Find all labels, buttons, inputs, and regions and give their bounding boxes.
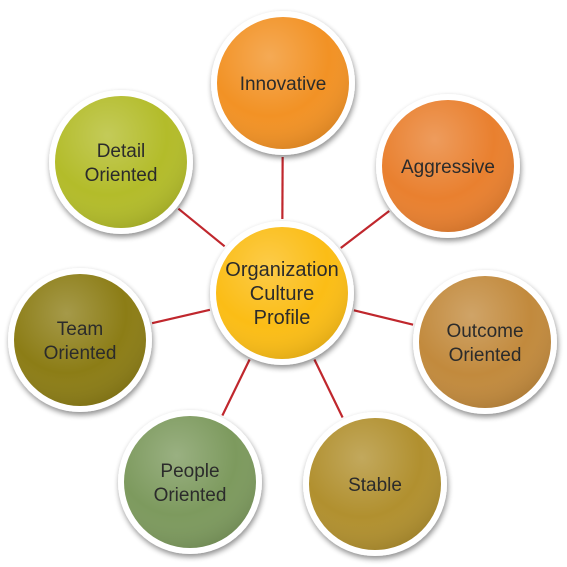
- center-node-label-line: Culture: [250, 283, 314, 305]
- node-people-oriented-label-line: People: [160, 461, 219, 482]
- center-node-gloss: [216, 227, 348, 359]
- node-outcome-oriented-gloss: [419, 276, 551, 408]
- node-aggressive: Aggressive: [376, 94, 520, 238]
- node-outcome-oriented-label-line: Outcome: [446, 321, 523, 342]
- nodes-layer: InnovativeAggressiveOutcomeOrientedStabl…: [8, 11, 557, 556]
- center-node-label-line: Profile: [254, 307, 311, 329]
- connector-outcome-oriented: [353, 309, 414, 326]
- node-detail-oriented-gloss: [55, 96, 187, 228]
- node-outcome-oriented-label-line: Oriented: [449, 345, 522, 366]
- connector-lines: [151, 156, 414, 418]
- connector-aggressive: [340, 210, 390, 249]
- node-aggressive-label-line: Aggressive: [401, 157, 495, 178]
- connector-people-oriented: [221, 359, 251, 416]
- node-people-oriented-label-line: Oriented: [154, 485, 227, 506]
- node-innovative-gloss: [217, 17, 349, 149]
- node-team-oriented-gloss: [14, 274, 146, 406]
- connector-detail-oriented: [177, 207, 226, 248]
- node-detail-oriented-label-line: Detail: [97, 141, 146, 162]
- node-aggressive-gloss: [382, 100, 514, 232]
- node-team-oriented-label-line: Oriented: [44, 343, 117, 364]
- node-stable-gloss: [309, 418, 441, 550]
- node-people-oriented-gloss: [124, 416, 256, 548]
- node-detail-oriented-label-line: Oriented: [85, 165, 158, 186]
- node-stable: Stable: [303, 412, 447, 556]
- node-stable-label-line: Stable: [348, 475, 402, 496]
- connector-team-oriented: [151, 308, 211, 325]
- node-innovative: Innovative: [211, 11, 355, 155]
- node-team-oriented-label-line: Team: [57, 319, 103, 340]
- center-node-label-line: Organization: [225, 259, 338, 281]
- connector-stable: [313, 359, 344, 418]
- node-innovative-label-line: Innovative: [240, 74, 327, 95]
